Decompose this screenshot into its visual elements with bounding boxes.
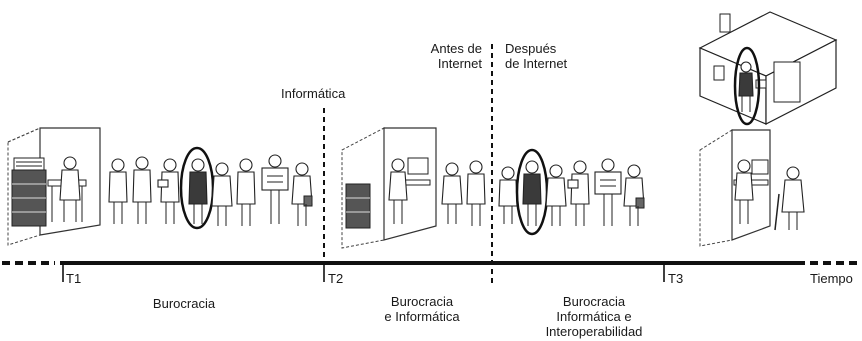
- before-internet-line2: Internet: [437, 56, 482, 71]
- era3-line2: Informática e: [556, 309, 632, 324]
- house-illustration: [698, 11, 838, 126]
- era1-line1: Burocracia: [152, 296, 216, 311]
- queue-era1: [108, 146, 313, 230]
- milestone-informatica: Informática: [281, 86, 346, 101]
- tick-label-t1: T1: [66, 271, 82, 286]
- office-booth-era3: [699, 129, 805, 247]
- era2-line2: e Informática: [384, 309, 460, 324]
- queue-era2: [441, 160, 486, 226]
- office-booth-era2: [341, 127, 437, 249]
- tick-label-t3: T3: [668, 271, 684, 286]
- era2-line1: Burocracia: [390, 294, 454, 309]
- milestone-after-internet: Después de Internet: [505, 41, 567, 71]
- era2-label: Burocracia e Informática: [384, 294, 459, 324]
- timeline-axis: [2, 261, 862, 282]
- after-internet-line2: de Internet: [505, 56, 568, 71]
- era3-line1: Burocracia: [562, 294, 626, 309]
- era3-line3: Interoperabilidad: [545, 324, 643, 339]
- after-internet-line1: Después: [505, 41, 557, 56]
- era3-label: Burocracia Informática e Interoperabilid…: [546, 294, 643, 339]
- queue-era3: [498, 148, 645, 236]
- milestone-before-internet: Antes de Internet: [408, 41, 482, 71]
- axis-end-label: Tiempo: [810, 271, 853, 286]
- highlight-ellipse: [733, 46, 761, 126]
- office-booth-era1: [7, 127, 101, 246]
- before-internet-line1: Antes de: [430, 41, 482, 56]
- era1-label: Burocracia: [153, 296, 215, 311]
- tick-label-t2: T2: [328, 271, 344, 286]
